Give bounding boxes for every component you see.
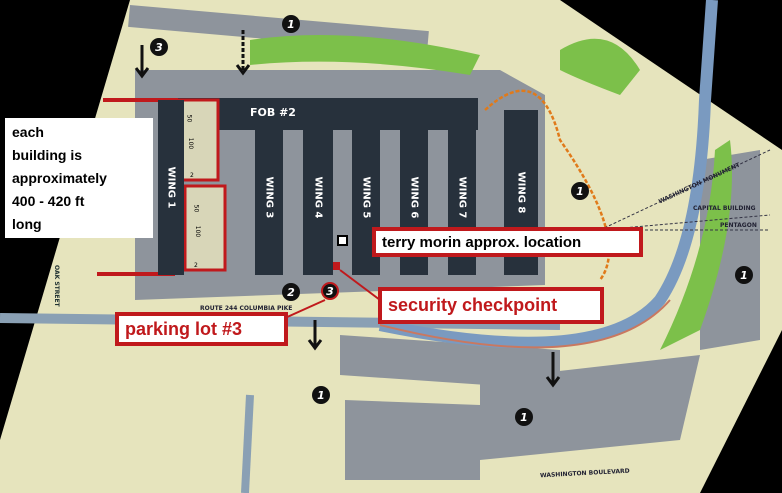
wing-label: WING 7 xyxy=(456,176,468,219)
note-line: each xyxy=(12,124,44,140)
wing-3: WING 3 xyxy=(255,120,283,275)
wing-label: WING 1 xyxy=(165,166,177,209)
wing-label: WING 8 xyxy=(515,171,527,214)
wing-label: WING 4 xyxy=(312,176,324,219)
marker-3: 3 xyxy=(321,282,339,300)
sightline-label: CAPITAL BUILDING xyxy=(693,205,756,212)
sightline-label: PENTAGON xyxy=(720,222,757,229)
marker-1: 1 xyxy=(312,386,330,404)
parking-label: 50 xyxy=(192,204,200,213)
building-name: FOB #2 xyxy=(250,106,296,119)
wing-label: WING 6 xyxy=(408,176,420,219)
wing-1: WING 1 xyxy=(158,100,184,275)
note-line: building is xyxy=(12,147,82,163)
note-line: approximately xyxy=(12,170,107,186)
parking-label: 50 xyxy=(185,114,193,123)
location-label: terry morin approx. location xyxy=(372,227,643,257)
marker-1: 1 xyxy=(571,182,589,200)
marker-1: 1 xyxy=(515,408,533,426)
parking-lot-label: parking lot #3 xyxy=(115,312,288,346)
wing-4: WING 4 xyxy=(303,120,333,275)
building-length-note: each building is approximately 400 - 420… xyxy=(5,118,153,238)
oak-street-label: OAK STREET xyxy=(53,265,60,307)
parking-label: 2 xyxy=(190,172,194,179)
marker-1: 1 xyxy=(282,15,300,33)
marker-3: 3 xyxy=(150,38,168,56)
note-line: 400 - 420 ft xyxy=(12,193,85,209)
parking-label: 100 xyxy=(194,225,202,238)
wing-label: WING 5 xyxy=(360,176,372,219)
wing-label: WING 3 xyxy=(263,176,275,219)
parking-label: 2 xyxy=(194,262,198,269)
note-line: long xyxy=(12,216,42,232)
route-label: ROUTE 244 COLUMBIA PIKE xyxy=(200,305,293,312)
marker-2: 2 xyxy=(282,283,300,301)
parking-label: 100 xyxy=(187,137,195,150)
marker-1: 1 xyxy=(735,266,753,284)
checkpoint-label: security checkpoint xyxy=(378,287,604,324)
